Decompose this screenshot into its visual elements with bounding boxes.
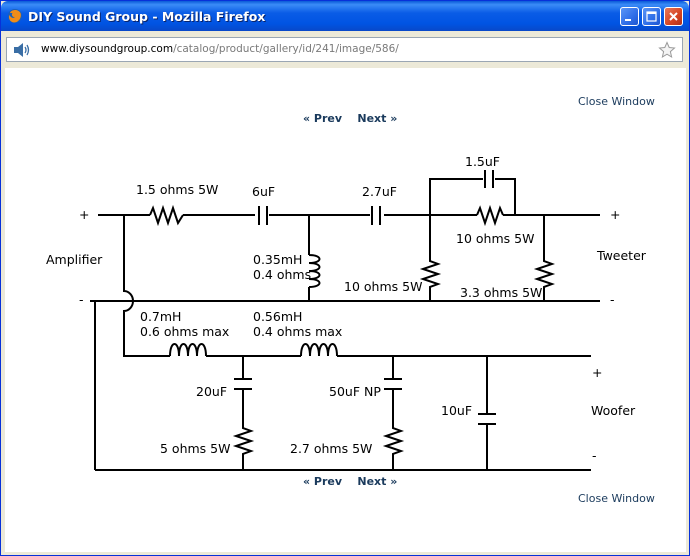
cap-10uf-label: 10uF [441,403,472,418]
cap-50uf-label: 50uF NP [329,384,381,399]
inductor-056mh [300,343,338,357]
next-link-bottom[interactable]: Next » [357,475,398,488]
woofer-minus-label: - [592,448,597,463]
shunt-resistor-3-3ohm [533,215,556,301]
url-path: /catalog/product/gallery/id/241/image/58… [173,43,399,55]
shunt-resistor-10ohm [419,215,442,301]
minimize-icon [625,19,631,21]
parallel-cap-loop [429,178,516,215]
cap-2-7uf-label: 2.7uF [362,184,397,199]
inductor-035mh-label-1: 0.35mH [253,252,302,267]
gallery-nav-top: « Prev Next » [303,112,397,125]
amp-plus-label: + [79,207,89,222]
capacitor-20uf [234,378,252,390]
window-title: DIY Sound Group - Mozilla Firefox [28,9,266,24]
maximize-icon [646,11,657,22]
tweeter-label: Tweeter [596,248,647,263]
parallel-resistor-label: 10 ohms 5W [456,231,534,246]
woofer-feed-wire [123,215,170,357]
parallel-resistor-10ohm [476,204,504,227]
close-icon [669,12,678,21]
tweeter-minus-label: - [610,292,615,307]
gallery-nav-bottom: « Prev Next » [303,475,397,488]
branch-50uf-27ohm [382,356,405,470]
woofer-label: Woofer [591,403,636,418]
amplifier-label: Amplifier [46,252,103,267]
capacitor-1-5uf [484,170,494,188]
shunt-3-3ohm-label: 3.3 ohms 5W [460,285,542,300]
prev-link-bottom[interactable]: « Prev [303,475,343,488]
woofer-plus-label: + [592,365,602,380]
cap-20uf-label: 20uF [196,384,227,399]
amp-minus-label: - [79,292,84,307]
inductor-056mh-label-2: 0.4 ohms max [253,324,342,339]
url-text[interactable]: www.diysoundgroup.com/catalog/product/ga… [41,43,399,55]
bookmark-star-icon[interactable] [658,41,676,59]
inductor-035mh-label-2: 0.4 ohms [253,267,311,282]
close-window-button[interactable] [664,7,683,26]
page-content: Close Window « Prev Next » [5,68,686,552]
shunt-10ohm-label: 10 ohms 5W [344,279,422,294]
crossover-schematic: + Amplifier - 1.5 ohms 5W 6uF 2.7uF 1.5u… [46,154,647,471]
resistor-5ohm-label: 5 ohms 5W [160,441,230,456]
close-window-link-top[interactable]: Close Window [578,95,655,108]
maximize-button[interactable] [642,7,661,26]
next-link-top[interactable]: Next » [357,112,398,125]
minimize-button[interactable] [620,7,639,26]
inductor-056mh-label-1: 0.56mH [253,309,302,324]
capacitor-10uf [478,413,496,425]
firefox-icon [8,9,22,23]
series-resistor-1-5ohm [149,204,184,227]
capacitor-50uf-np [384,378,402,390]
branch-20uf-5ohm [232,356,255,470]
inductor-07mh-label-1: 0.7mH [140,309,181,324]
shunt-inductor-035mh [308,215,321,301]
capacitor-2-7uf [371,206,381,225]
capacitor-6uf [258,206,268,225]
title-bar[interactable]: DIY Sound Group - Mozilla Firefox [1,1,689,31]
series-resistor-label: 1.5 ohms 5W [136,182,218,197]
cap-1-5uf-label: 1.5uF [465,154,500,169]
inductor-07mh [169,343,207,357]
tweeter-plus-label: + [610,207,620,222]
address-bar[interactable]: www.diysoundgroup.com/catalog/product/ga… [6,37,683,62]
close-window-link-bottom[interactable]: Close Window [578,492,655,505]
inductor-07mh-label-2: 0.6 ohms max [140,324,229,339]
speaker-site-icon [14,43,30,57]
resistor-2-7ohm-label: 2.7 ohms 5W [290,441,372,456]
cap-6uf-label: 6uF [252,184,275,199]
url-host: www.diysoundgroup.com [41,43,174,55]
prev-link-top[interactable]: « Prev [303,112,343,125]
